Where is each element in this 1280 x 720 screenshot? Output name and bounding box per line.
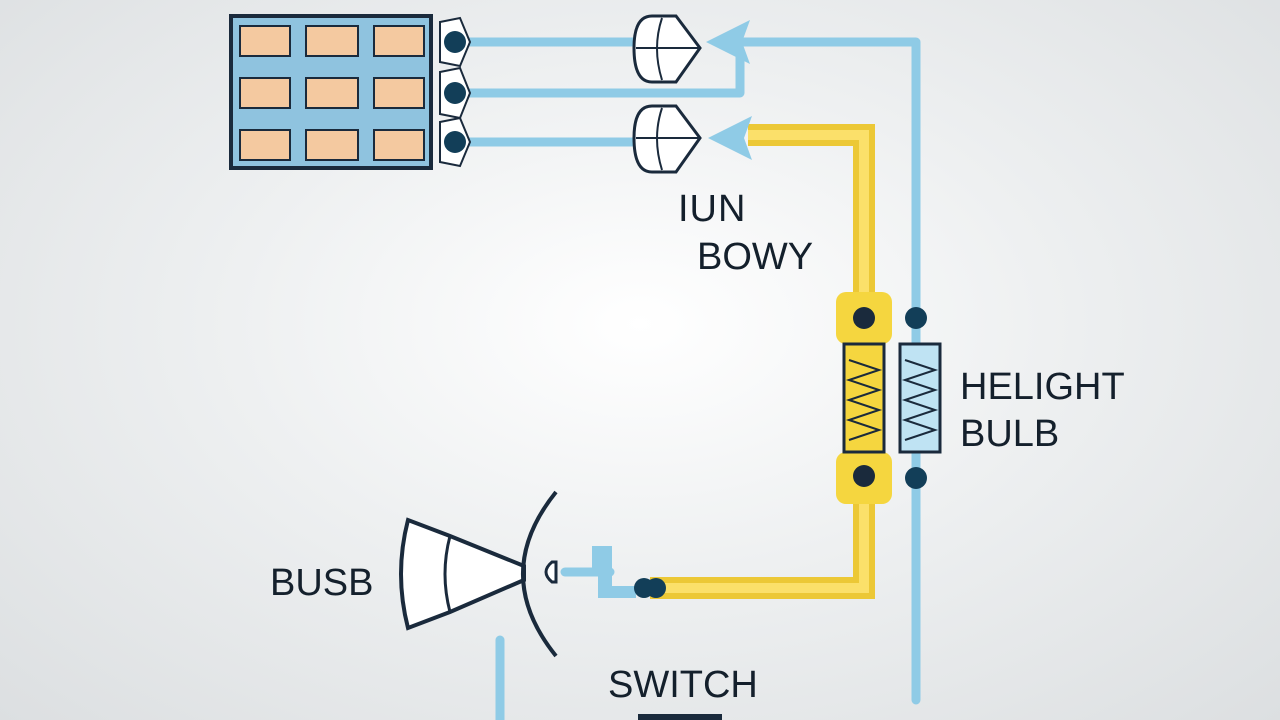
terminal-icon — [439, 116, 472, 168]
arrow-connector-icon — [708, 116, 752, 160]
label-top-1: IUN — [678, 188, 747, 230]
bulb-icon — [399, 490, 558, 658]
label-top-2: BOWY — [697, 236, 814, 278]
lamp-icon — [632, 104, 702, 174]
label-right-2: BULB — [960, 413, 1060, 455]
terminal-icon — [439, 66, 472, 120]
resistor-icon — [898, 307, 942, 489]
terminal-icon — [439, 16, 472, 68]
lamp-icon — [632, 14, 702, 84]
arrow-connector-icon — [706, 20, 750, 64]
label-right-1: HELIGHT — [960, 366, 1125, 408]
resistor-icon — [836, 292, 892, 504]
label-bottom: SWITCH — [608, 664, 758, 706]
panel-terminals — [439, 16, 472, 168]
label-left: BUSB — [270, 562, 374, 604]
switch-icon — [592, 546, 722, 720]
wire-row-2 — [450, 50, 745, 98]
cell-panel-icon — [229, 14, 433, 170]
